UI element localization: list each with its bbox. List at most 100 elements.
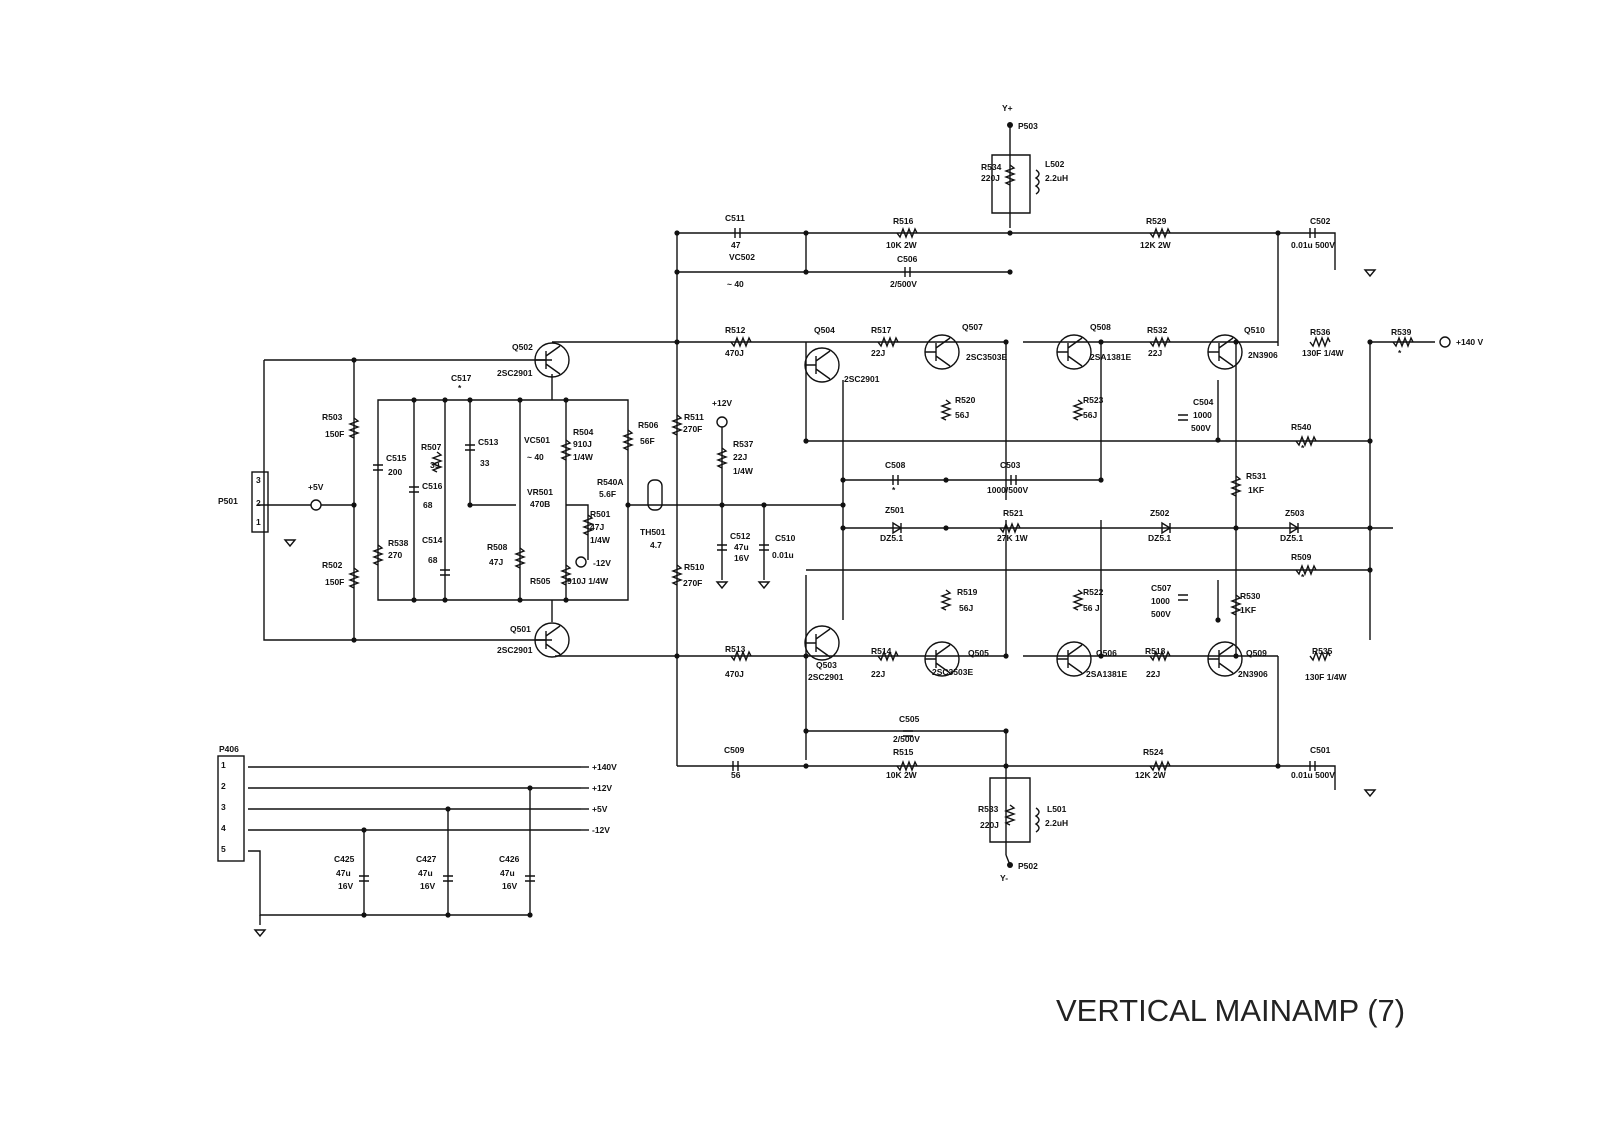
resistor-r504 (560, 439, 572, 461)
resistor-r514 (877, 650, 899, 662)
junction-dot (803, 728, 809, 734)
component-label: 2N3906 (1238, 669, 1268, 679)
component-label: 47u (418, 868, 433, 878)
component-label: DZ5.1 (1280, 533, 1303, 543)
component-label: * (892, 485, 896, 495)
component-label: R502 (322, 560, 343, 570)
component-label: R503 (322, 412, 343, 422)
resistor-r534 (1004, 164, 1016, 186)
component-label: Q508 (1090, 322, 1111, 332)
component-label: 130F 1/4W (1305, 672, 1348, 682)
component-label: +140 V (1456, 337, 1484, 347)
capacitor-c501 (1309, 761, 1316, 771)
junction-dot (1007, 230, 1013, 236)
resistor-r511 (671, 414, 683, 436)
component-label: 22J (1146, 669, 1160, 679)
component-label: 1/4W (733, 466, 754, 476)
junction-dot (1233, 653, 1239, 659)
component-label: C517 (451, 373, 472, 383)
component-label: Q507 (962, 322, 983, 332)
component-label: R513 (725, 644, 746, 654)
capacitor-c509 (732, 761, 739, 771)
p406-rail-label: +140V (592, 762, 617, 772)
junction-dot (803, 653, 809, 659)
p406-pin-label: 2 (221, 781, 226, 791)
component-label: R524 (1143, 747, 1164, 757)
connector-p501 (251, 471, 269, 533)
component-label: 1/4W (590, 535, 611, 545)
junction-dot (719, 502, 725, 508)
component-label: L502 (1045, 159, 1065, 169)
junction-dot (674, 269, 680, 275)
resistor-r507 (431, 451, 443, 473)
component-label: 56 (731, 770, 741, 780)
component-label: 56F (640, 436, 655, 446)
component-label: 47J (489, 557, 503, 567)
p406-rail-label: -12V (592, 825, 610, 835)
component-label: 22J (871, 669, 885, 679)
ground-symbol (1363, 269, 1377, 278)
resistor-r536 (1309, 336, 1331, 348)
component-label: C502 (1310, 216, 1331, 226)
resistor-r505 (560, 564, 572, 586)
component-label: 470J (725, 348, 744, 358)
terminal-dot (1007, 122, 1013, 128)
capacitor-c508 (892, 475, 899, 485)
junction-dot (1275, 763, 1281, 769)
junction-dot (761, 502, 767, 508)
component-label: 12K 2W (1135, 770, 1167, 780)
junction-dot (840, 525, 846, 531)
junction-dot (1003, 339, 1009, 345)
p501-pin-label: 3 (256, 475, 261, 485)
component-label: C507 (1151, 583, 1172, 593)
component-label: R540A (597, 477, 623, 487)
component-label: 2SC3503E (966, 352, 1007, 362)
resistor-r502 (348, 567, 360, 589)
component-label: R510 (684, 562, 705, 572)
component-label: 270F (683, 424, 702, 434)
junction-dot (1215, 617, 1221, 623)
component-label: C510 (775, 533, 796, 543)
component-label: 22J (733, 452, 747, 462)
junction-dot (527, 785, 533, 791)
component-label: 1000 (1151, 596, 1170, 606)
junction-dot (803, 438, 809, 444)
resistor-r524 (1149, 760, 1171, 772)
component-label: R536 (1310, 327, 1331, 337)
component-label: R515 (893, 747, 914, 757)
component-label: 2SC2901 (808, 672, 844, 682)
p501-pin-label: 2 (256, 498, 261, 508)
junction-dot (943, 477, 949, 483)
component-label: 16V (420, 881, 435, 891)
resistor-r510 (671, 564, 683, 586)
resistor-r539 (1392, 336, 1414, 348)
component-label: R538 (388, 538, 409, 548)
component-label: 10K 2W (886, 240, 918, 250)
component-label: 200 (388, 467, 402, 477)
junction-dot (411, 397, 417, 403)
component-label: C506 (897, 254, 918, 264)
junction-dot (517, 397, 523, 403)
component-label: 47 (731, 240, 741, 250)
component-label: C516 (422, 481, 443, 491)
component-label: 10K 2W (886, 770, 918, 780)
component-label: R509 (1291, 552, 1312, 562)
component-label: 220J (980, 820, 999, 830)
junction-dot (840, 477, 846, 483)
component-label: R501 (590, 509, 611, 519)
junction-dot (563, 597, 569, 603)
component-label: 56J (955, 410, 969, 420)
capacitor-c505 (903, 730, 913, 737)
component-label: TH501 (640, 527, 666, 537)
ground-symbol (1363, 789, 1377, 798)
junction-dot (442, 597, 448, 603)
component-label: DZ5.1 (1148, 533, 1171, 543)
resistor-r532 (1149, 336, 1171, 348)
p406-pin-label: 1 (221, 760, 226, 770)
component-label: 0.01u 500V (1291, 770, 1335, 780)
junction-dot (1007, 269, 1013, 275)
component-label: C505 (899, 714, 920, 724)
resistor-r501 (582, 514, 594, 536)
diagram-title: VERTICAL MAINAMP (7) (1056, 993, 1405, 1028)
ground-symbol (253, 929, 267, 938)
